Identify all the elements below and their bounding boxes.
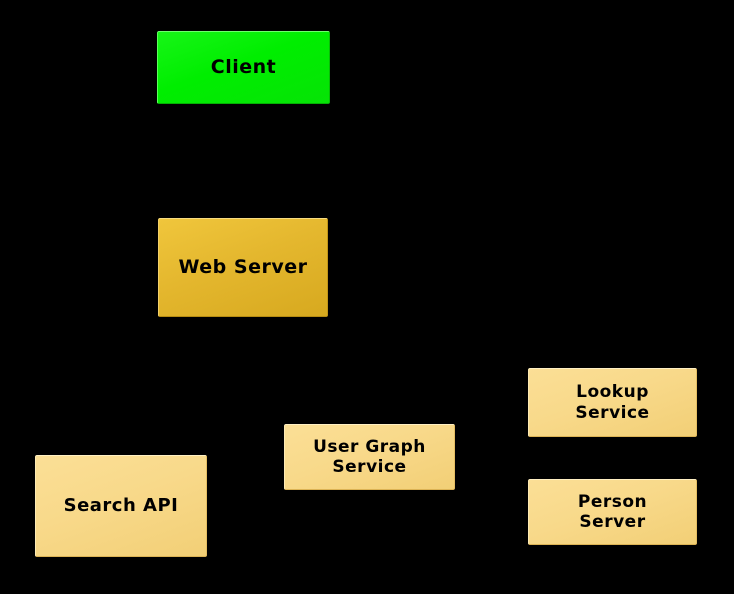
node-search-api[interactable]: Search API — [35, 455, 207, 557]
node-label-person-server: Person Server — [577, 491, 648, 532]
node-user-graph-service[interactable]: User Graph Service — [284, 424, 455, 490]
node-label-search-api: Search API — [63, 495, 179, 517]
node-label-user-graph-service: User Graph Service — [313, 436, 426, 477]
node-label-client: Client — [210, 56, 277, 79]
node-lookup-service[interactable]: Lookup Service — [528, 368, 697, 437]
node-web-server[interactable]: Web Server — [158, 218, 328, 317]
node-label-web-server: Web Server — [178, 256, 308, 279]
node-person-server[interactable]: Person Server — [528, 479, 697, 545]
node-client[interactable]: Client — [157, 31, 330, 104]
node-label-lookup-service: Lookup Service — [575, 382, 650, 423]
